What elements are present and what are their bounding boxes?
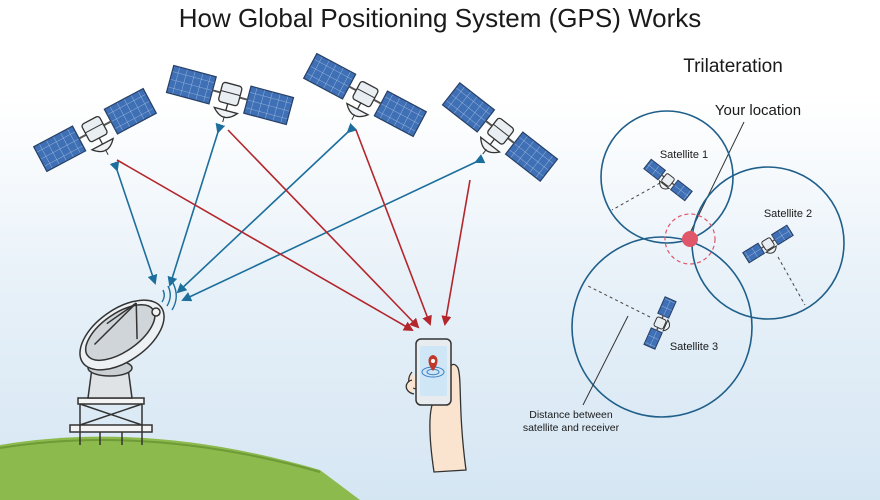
satellite-icon	[742, 224, 797, 268]
satellite-label-1: Satellite 1	[660, 149, 708, 161]
page-title: How Global Positioning System (GPS) Work…	[179, 3, 702, 33]
distance-label-line2: satellite and receiver	[523, 422, 620, 434]
distance-label-line1: Distance between	[529, 409, 613, 421]
location-dot	[682, 231, 698, 247]
range-circle-1	[600, 110, 734, 244]
your-location-pointer	[689, 121, 745, 234]
trilateration-heading: Trilateration	[683, 56, 783, 77]
satellite-icon	[32, 87, 164, 185]
ground-hill	[0, 436, 360, 500]
satellite-icon	[161, 64, 295, 140]
location-uncertainty-ring	[664, 213, 716, 265]
downlink-arrows	[116, 129, 471, 331]
range-circle-3	[571, 236, 753, 418]
location-pin-icon	[428, 355, 438, 371]
your-location-label: Your location	[715, 102, 801, 119]
signal-waves	[161, 282, 177, 311]
distance-label-pointer	[582, 315, 629, 406]
uplink-arrows	[109, 122, 486, 302]
satellite-icon	[296, 52, 428, 150]
satellite-label-3: Satellite 3	[670, 341, 718, 353]
satellite-icon	[640, 158, 693, 205]
range-circles	[571, 110, 845, 418]
satellite-label-2: Satellite 2	[764, 208, 812, 220]
satellite-icon	[432, 81, 559, 194]
smartphone-icon	[415, 338, 452, 406]
ground-station-dish-icon	[69, 299, 165, 445]
